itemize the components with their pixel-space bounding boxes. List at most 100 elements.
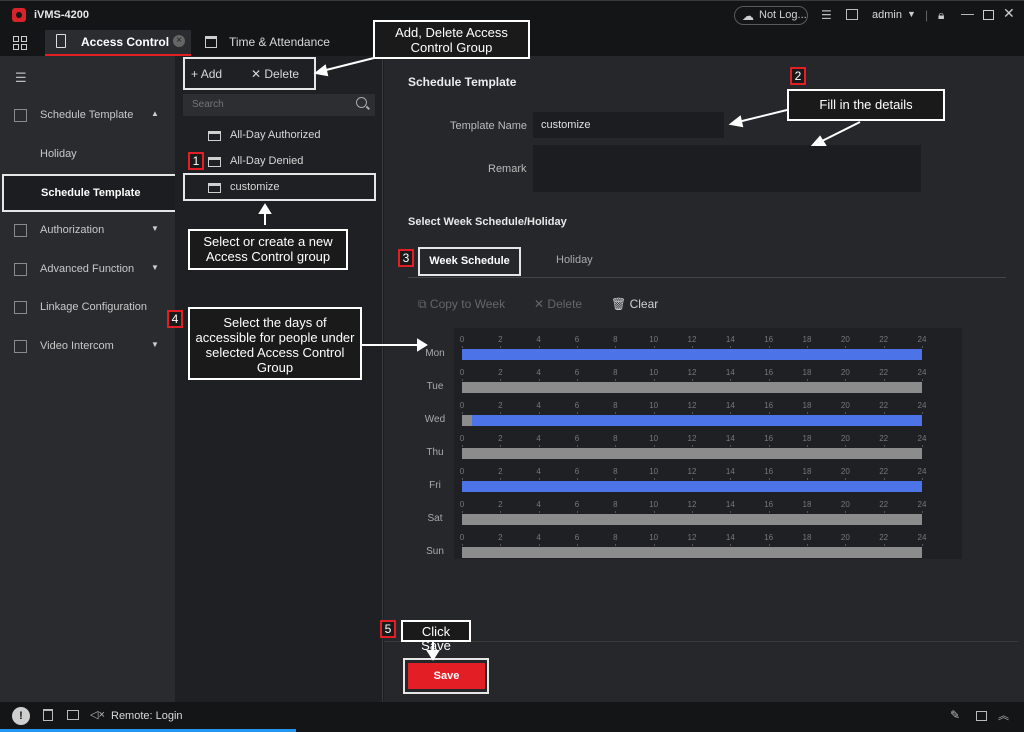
hour-tick-label: 22 — [879, 335, 889, 344]
search-input[interactable] — [192, 99, 342, 110]
day-timeline-thu[interactable] — [462, 448, 922, 459]
monitor-icon[interactable] — [846, 9, 858, 20]
sidebar-item-linkage-configuration[interactable]: Linkage Configuration — [0, 289, 175, 327]
hour-tick-label: 12 — [687, 401, 697, 410]
hour-tick-label: 2 — [498, 467, 503, 476]
hour-tick-mark — [883, 346, 885, 348]
user-menu[interactable]: admin — [872, 9, 902, 21]
delete-label: Delete — [264, 67, 300, 81]
hour-tick-label: 14 — [725, 500, 735, 509]
hour-tick-label: 24 — [917, 467, 927, 476]
cloud-icon: ☁ — [742, 9, 754, 23]
day-label-wed: Wed — [424, 414, 446, 425]
add-label: Add — [200, 67, 223, 81]
remark-input[interactable] — [533, 145, 921, 192]
folder-icon — [208, 183, 221, 193]
hour-tick-mark — [615, 478, 617, 480]
trash-icon: 🗑︎ — [611, 297, 627, 311]
highlight-box-add-delete — [183, 57, 316, 90]
sidebar-item-advanced-function[interactable]: Advanced Function ▼ — [0, 251, 175, 289]
day-timeline-tue[interactable] — [462, 382, 922, 393]
trash-icon[interactable] — [43, 709, 53, 721]
clear-button[interactable]: 🗑︎ Clear — [611, 297, 658, 311]
minimize-icon[interactable]: — — [961, 6, 974, 21]
hour-tick-mark — [615, 379, 617, 381]
chevron-down-icon: ▼ — [151, 340, 159, 349]
sidebar-item-video-intercom[interactable]: Video Intercom ▼ — [0, 328, 175, 366]
hour-tick-mark — [653, 379, 655, 381]
sidebar-item-label: Video Intercom — [40, 340, 114, 352]
copy-to-week-button[interactable]: ⧉ Copy to Week — [418, 297, 505, 312]
chevron-down-icon[interactable]: ▼ — [907, 9, 916, 19]
hour-tick-label: 14 — [725, 368, 735, 377]
hour-tick-label: 24 — [917, 500, 927, 509]
hour-tick-label: 14 — [725, 335, 735, 344]
hamburger-menu-icon[interactable]: ☰ — [15, 70, 27, 85]
search-icon[interactable] — [356, 97, 367, 108]
hour-tick-label: 10 — [649, 533, 659, 542]
hour-tick-label: 18 — [802, 467, 812, 476]
hour-tick-mark — [500, 412, 502, 414]
template-name-input[interactable] — [533, 112, 724, 138]
sidebar-item-label: Authorization — [40, 224, 105, 236]
cloud-login-status[interactable]: ☁Not Log... — [734, 6, 808, 25]
day-active-period[interactable] — [462, 349, 922, 360]
sidebar-item-authorization[interactable]: Authorization ▼ — [0, 212, 175, 250]
lock-icon[interactable]: 🔒︎ — [938, 8, 945, 22]
sidebar — [0, 56, 175, 702]
hour-tick-label: 16 — [764, 467, 774, 476]
tab-close-icon[interactable]: × — [173, 35, 185, 47]
tab-access-control[interactable] — [45, 30, 191, 56]
day-timeline-sun[interactable] — [462, 547, 922, 558]
sidebar-item-schedule-template[interactable]: Schedule Template — [2, 174, 177, 212]
delete-group-button[interactable]: ✕ Delete — [251, 67, 300, 81]
hour-tick-mark — [653, 511, 655, 513]
hour-tick-label: 4 — [536, 467, 541, 476]
tab-week-schedule[interactable]: Week Schedule — [418, 247, 521, 276]
tab-holiday[interactable]: Holiday — [556, 254, 593, 266]
hour-tick-mark — [768, 478, 770, 480]
sidebar-item-label: Holiday — [40, 148, 77, 160]
hour-tick-mark — [653, 544, 655, 546]
chevron-up-icon[interactable]: ︽ — [998, 710, 1009, 722]
day-active-period[interactable] — [471, 415, 922, 426]
maximize-icon[interactable] — [983, 10, 994, 20]
hour-tick-label: 12 — [687, 467, 697, 476]
sidebar-item-holiday[interactable]: Holiday — [0, 136, 175, 174]
hour-tick-mark — [692, 346, 693, 348]
save-button[interactable]: Save — [408, 663, 485, 689]
callout-select-group: Select or create a new Access Control gr… — [188, 229, 348, 270]
window-icon[interactable] — [976, 711, 987, 721]
hour-tick-mark — [538, 511, 540, 513]
day-active-period[interactable] — [462, 481, 922, 492]
warning-icon[interactable]: ! — [12, 707, 30, 725]
close-icon[interactable]: ✕ — [1003, 5, 1015, 21]
tab-time-attendance[interactable]: Time & Attendance — [229, 35, 330, 49]
hour-tick-label: 20 — [840, 401, 850, 410]
hour-tick-label: 22 — [879, 401, 889, 410]
hour-tick-label: 4 — [536, 434, 541, 443]
step-number-4: 4 — [167, 310, 183, 328]
sidebar-item-schedule-template-group[interactable]: Schedule Template ▲ — [0, 97, 175, 135]
day-label-tue: Tue — [426, 381, 444, 392]
delete-period-button[interactable]: ✕ Delete — [534, 297, 582, 311]
group-item-label: customize — [230, 181, 280, 193]
hour-tick-mark — [730, 478, 732, 480]
hour-tick-mark — [845, 511, 847, 513]
hour-tick-mark — [768, 544, 770, 546]
hour-tick-mark — [462, 379, 463, 381]
hour-tick-mark — [653, 478, 655, 480]
add-group-button[interactable]: + Add — [191, 67, 223, 81]
speaker-mute-icon[interactable]: ◁× — [90, 709, 105, 721]
day-timeline-sat[interactable] — [462, 514, 922, 525]
day-label-sat: Sat — [427, 513, 443, 524]
callout-click-save: Click Save — [401, 620, 471, 653]
divider — [408, 277, 1006, 278]
module-grid-icon[interactable] — [13, 36, 27, 50]
day-label-mon: Mon — [425, 348, 445, 359]
pin-icon[interactable]: ✎ — [950, 708, 961, 722]
image-icon[interactable] — [67, 710, 79, 720]
remark-label: Remark — [488, 163, 527, 175]
list-icon[interactable]: ☰ — [821, 8, 832, 22]
